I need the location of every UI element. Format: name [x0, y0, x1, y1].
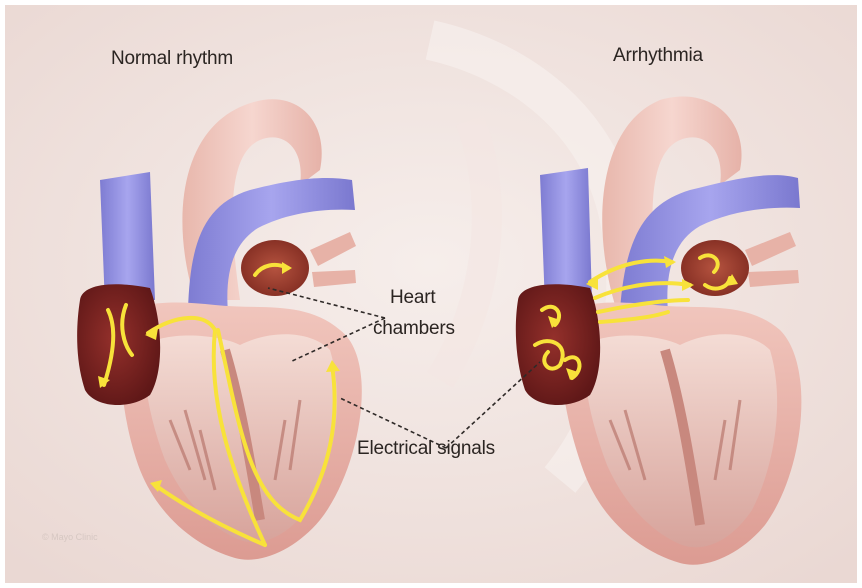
copyright-watermark: © Mayo Clinic [42, 532, 98, 542]
electrical-signals-label: Electrical signals [357, 438, 495, 460]
superior-vena-cava [540, 168, 592, 305]
left-atrium [241, 240, 309, 296]
right-atrium [77, 284, 160, 405]
heart-chambers-label-line2: chambers [373, 318, 455, 340]
heart-chambers-label-line1: Heart [390, 287, 435, 309]
normal-rhythm-title: Normal rhythm [111, 48, 233, 70]
arrhythmia-title: Arrhythmia [613, 45, 703, 67]
